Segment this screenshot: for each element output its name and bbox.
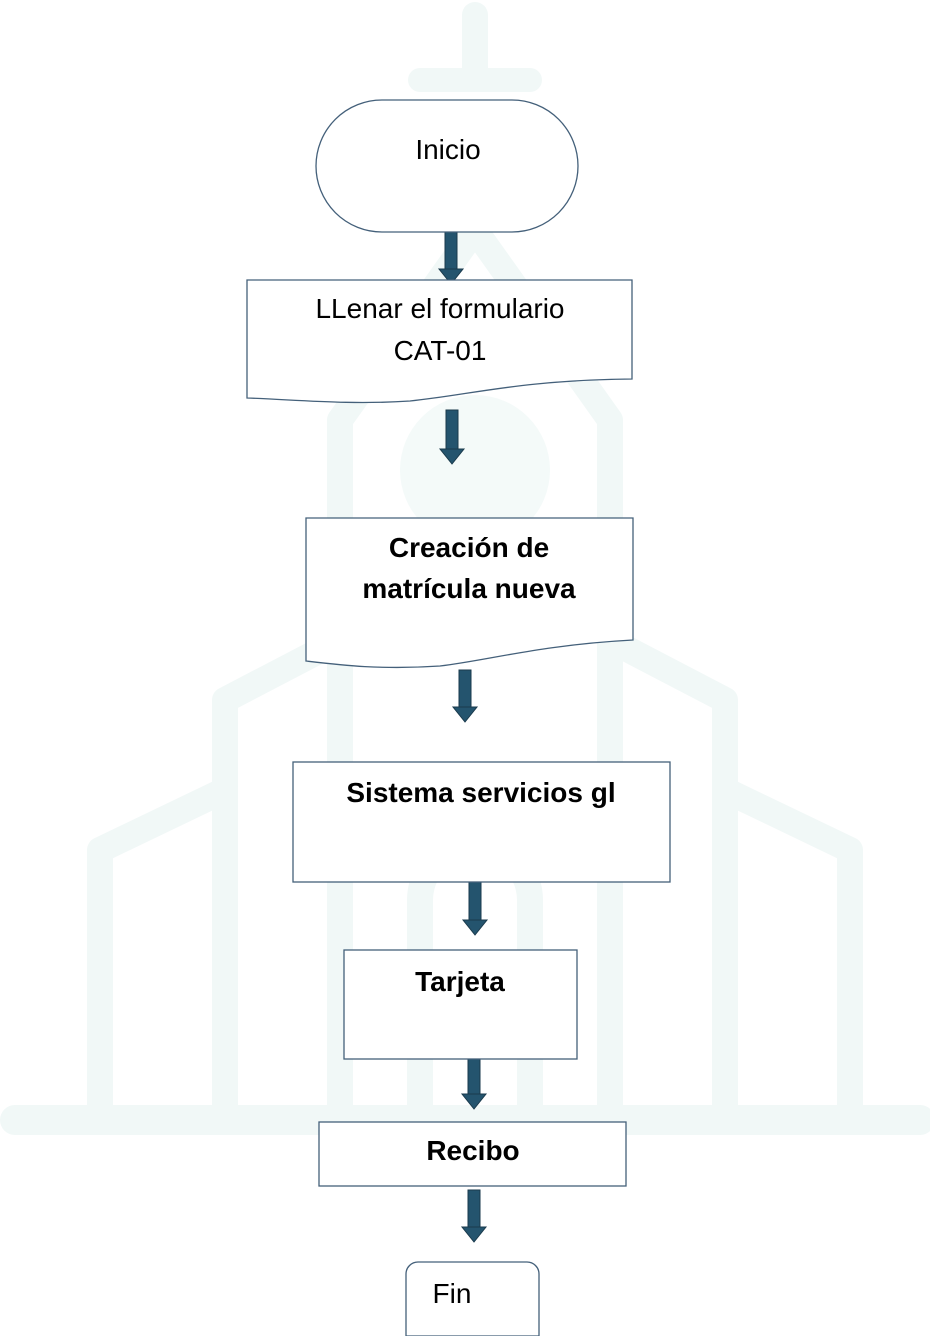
arrow-shaft xyxy=(467,1055,481,1095)
node-enrollment-label-line2: matrícula nueva xyxy=(362,573,576,604)
flow-arrows xyxy=(437,231,489,1243)
arrow-receipt-to-end xyxy=(460,1189,488,1243)
arrow-enrollment-to-system xyxy=(451,669,479,723)
node-end[interactable]: Fin xyxy=(405,1261,540,1336)
terminator-shape xyxy=(405,1261,540,1336)
node-form-label-line1: LLenar el formulario xyxy=(315,293,564,324)
terminator-shape xyxy=(315,99,579,233)
document-shape xyxy=(246,279,633,404)
arrow-shaft xyxy=(468,881,482,921)
arrow-head xyxy=(460,1226,488,1243)
node-card-label: Tarjeta xyxy=(415,966,505,997)
process-shape xyxy=(318,1121,627,1187)
node-enrollment[interactable]: Creación de matrícula nueva xyxy=(305,517,634,669)
node-receipt-label: Recibo xyxy=(426,1135,519,1166)
arrow-form-to-enrollment xyxy=(438,409,466,465)
arrow-head xyxy=(460,1093,488,1110)
node-end-label: Fin xyxy=(433,1278,472,1309)
node-start-label: Inicio xyxy=(415,134,480,165)
process-shape xyxy=(343,949,578,1060)
arrow-start-to-form xyxy=(437,231,465,285)
node-system[interactable]: Sistema servicios gl xyxy=(292,761,671,883)
arrow-shaft xyxy=(444,231,458,270)
document-shape xyxy=(305,517,634,669)
node-enrollment-label-line1: Creación de xyxy=(389,532,549,563)
arrow-head xyxy=(437,268,465,285)
process-shape xyxy=(292,761,671,883)
arrow-system-to-card xyxy=(461,881,489,936)
arrow-head xyxy=(451,706,479,723)
node-system-label: Sistema servicios gl xyxy=(346,777,615,808)
arrow-shaft xyxy=(467,1189,481,1228)
arrow-shaft xyxy=(458,669,472,708)
node-card[interactable]: Tarjeta xyxy=(343,949,578,1060)
arrow-head xyxy=(461,919,489,936)
arrow-head xyxy=(438,448,466,465)
arrow-card-to-receipt xyxy=(460,1055,488,1110)
node-receipt[interactable]: Recibo xyxy=(318,1121,627,1187)
arrow-shaft xyxy=(445,409,459,450)
node-form-label-line2: CAT-01 xyxy=(394,335,487,366)
node-start[interactable]: Inicio xyxy=(315,99,579,233)
node-form[interactable]: LLenar el formulario CAT-01 xyxy=(246,279,633,404)
